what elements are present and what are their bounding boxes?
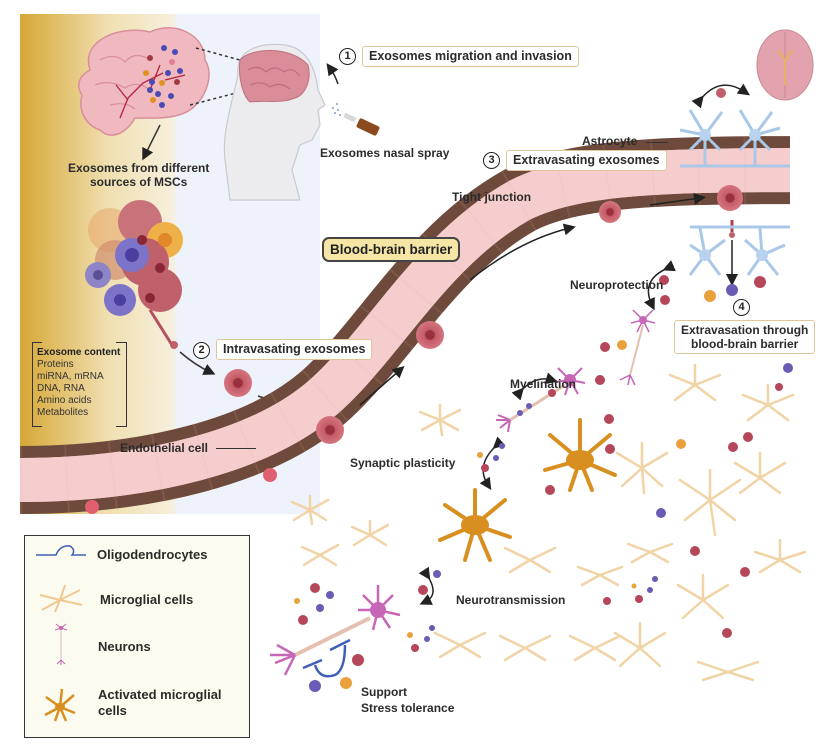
arrow-brain-to-mscs bbox=[142, 124, 161, 161]
exosome-content-item: miRNA, mRNA bbox=[37, 371, 104, 382]
label-support: Support bbox=[361, 685, 407, 699]
flow-arrow bbox=[469, 223, 576, 281]
legend-item-activated-microglial-line1: Activated microglial bbox=[98, 687, 222, 702]
human-head-illustration bbox=[223, 43, 326, 201]
step-1-number: 1 bbox=[339, 48, 356, 65]
zoom-line-top bbox=[195, 47, 241, 61]
exchange-arrow bbox=[691, 83, 750, 109]
exosome-content-item: Metabolites bbox=[37, 407, 89, 418]
neuron-bottom bbox=[270, 585, 401, 676]
astrocyte-body bbox=[699, 129, 711, 141]
exosome-intravasating bbox=[224, 369, 252, 397]
step-4-label-line2: blood-brain barrier bbox=[691, 337, 799, 351]
exosome bbox=[704, 290, 716, 302]
bracket-right bbox=[126, 342, 127, 427]
label-msc-sources-line2: sources of MSCs bbox=[90, 175, 188, 189]
label-neurotransmission: Neurotransmission bbox=[456, 593, 566, 607]
label-nasal-spray: Exosomes nasal spray bbox=[320, 146, 450, 160]
blood-vessel bbox=[19, 136, 831, 514]
exosome-content-list: Exosome content Proteins miRNA, mRNA DNA… bbox=[37, 347, 120, 419]
legend-item-activated-microglial: Activated microglial cells bbox=[98, 687, 222, 719]
bracket-top-right bbox=[116, 342, 126, 343]
legend-item-microglial-cells: Microglial cells bbox=[100, 592, 194, 607]
arrow-spray-to-head bbox=[326, 63, 339, 85]
label-astrocyte: Astrocyte bbox=[582, 134, 638, 148]
neuron-body bbox=[370, 602, 386, 618]
exosome-in-vessel bbox=[416, 321, 444, 349]
exosome-extravasating bbox=[717, 185, 743, 211]
step-3-number: 3 bbox=[483, 152, 500, 169]
myelination-arrow bbox=[511, 372, 558, 401]
exosome-exit bbox=[729, 232, 735, 238]
neuron-body bbox=[639, 316, 647, 324]
bracket-left bbox=[32, 342, 33, 427]
endothelial-pointer bbox=[216, 448, 256, 449]
exosome-content-item: Amino acids bbox=[37, 395, 92, 406]
flow-arrow bbox=[649, 192, 706, 206]
step-2-number: 2 bbox=[193, 342, 210, 359]
activated-microglia bbox=[438, 418, 617, 562]
red-blood-cell bbox=[263, 468, 277, 482]
bracket-bottom-right bbox=[116, 426, 126, 427]
red-blood-cell bbox=[85, 500, 99, 514]
exosome-in-vessel bbox=[316, 416, 344, 444]
microglia-group bbox=[290, 363, 807, 682]
label-synaptic-plasticity: Synaptic plasticity bbox=[350, 456, 456, 470]
label-endothelial-cell: Endothelial cell bbox=[120, 441, 209, 455]
zoom-line-bottom bbox=[189, 91, 241, 106]
astrocyte-body bbox=[756, 249, 768, 261]
step-4-number: 4 bbox=[733, 299, 750, 316]
neurotransmission-arrow bbox=[418, 566, 434, 605]
exosome-content-item: Proteins bbox=[37, 359, 74, 370]
exosome-in-vessel bbox=[599, 201, 621, 223]
neuron-body bbox=[564, 374, 576, 386]
bracket-top-left bbox=[32, 342, 42, 343]
activated-microglia-body bbox=[566, 450, 594, 470]
label-msc-sources-line1: Exosomes from different bbox=[68, 161, 210, 175]
scattered-exosomes bbox=[294, 340, 793, 692]
label-blood-brain-barrier: Blood-brain barrier bbox=[322, 237, 461, 262]
legend-item-oligodendrocytes: Oligodendrocytes bbox=[97, 547, 208, 562]
vessel-right-clip bbox=[790, 130, 831, 220]
exosome bbox=[660, 295, 670, 305]
exosome-content-item: DNA, RNA bbox=[37, 383, 85, 394]
exosome bbox=[754, 276, 766, 288]
neuroprotection-arrow bbox=[643, 260, 676, 311]
msc-cell-cluster bbox=[85, 200, 183, 349]
legend: Oligodendrocytes Microglial cells Neuron… bbox=[24, 535, 250, 738]
legend-item-neurons: Neurons bbox=[98, 639, 151, 654]
astrocyte-body bbox=[699, 249, 711, 261]
step-2-label: Intravasating exosomes bbox=[216, 339, 373, 360]
brain-lateral-illustration bbox=[78, 27, 210, 136]
step-1-label: Exosomes migration and invasion bbox=[362, 46, 579, 67]
step-4-label: Extravasation through blood-brain barrie… bbox=[674, 320, 816, 354]
astrocyte-pointer bbox=[646, 142, 668, 143]
exosome bbox=[716, 88, 726, 98]
legend-item-activated-microglial-line2: cells bbox=[98, 703, 127, 718]
exosome bbox=[726, 284, 738, 296]
bracket-bottom-left bbox=[32, 426, 42, 427]
label-tight-junction: Tight junction bbox=[452, 190, 532, 204]
label-neuroprotection: Neuroprotection bbox=[570, 278, 664, 292]
oligodendrocyte bbox=[302, 638, 351, 678]
label-myelination: Myelination bbox=[510, 377, 577, 391]
step-4-label-line1: Extravasation through bbox=[681, 323, 809, 337]
brain-top-view-illustration bbox=[756, 29, 814, 101]
astrocyte-body bbox=[749, 129, 761, 141]
nasal-spray-icon bbox=[332, 103, 380, 136]
label-msc-sources: Exosomes from different sources of MSCs bbox=[68, 161, 209, 189]
neuron bbox=[619, 309, 656, 386]
exosome-content-header: Exosome content bbox=[37, 347, 121, 358]
label-stress-tolerance: Stress tolerance bbox=[361, 701, 455, 715]
arrow-to-exosome bbox=[179, 351, 216, 375]
activated-microglia-body bbox=[461, 515, 489, 535]
flow-arrow bbox=[359, 366, 405, 406]
step-3-label: Extravasating exosomes bbox=[506, 150, 667, 171]
